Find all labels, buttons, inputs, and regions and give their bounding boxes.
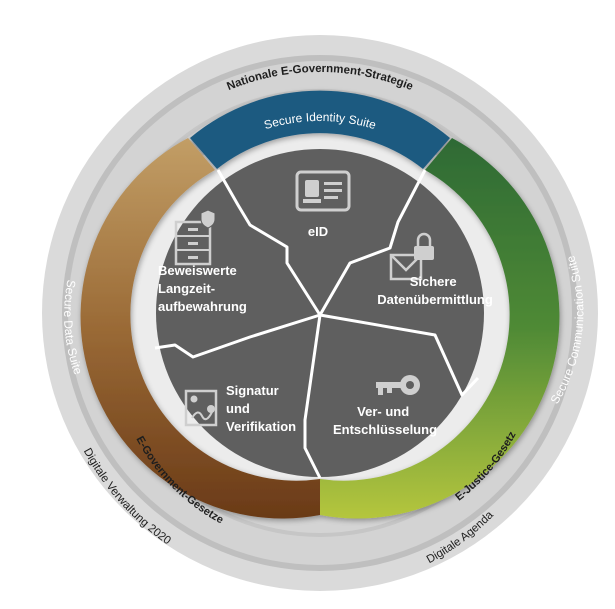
data-suite-arc	[80, 138, 320, 519]
segment-label-eid: eID	[308, 224, 328, 239]
segment-labels: eID Sichere Datenübermittlung Ver- und E…	[158, 224, 493, 437]
id-card-icon	[295, 170, 351, 212]
separator-signature-archive	[154, 313, 321, 359]
key-icon	[376, 375, 420, 395]
separator-eid-transfer	[318, 169, 427, 316]
segment-label-signature: Signatur und Verifikation	[226, 383, 296, 434]
segment-label-archive: Beweiswerte Langzeit- aufbewahrung	[158, 263, 247, 314]
segment-label-transfer: Sichere Datenübermittlung	[377, 274, 493, 307]
signed-certificate-icon	[184, 389, 218, 427]
segment-label-crypto: Ver- und Entschlüsselung	[333, 404, 437, 437]
filing-cabinet-icon	[174, 209, 216, 266]
suite-arcs	[80, 90, 560, 519]
communication-suite-arc	[320, 138, 560, 519]
separator-crypto-signature	[303, 314, 322, 479]
separator-eid-archive	[216, 169, 322, 316]
segment-separators	[154, 169, 480, 479]
identity-suite-arc	[190, 90, 450, 169]
separator-transfer-crypto	[319, 313, 480, 397]
locked-envelope-icon	[389, 232, 434, 281]
